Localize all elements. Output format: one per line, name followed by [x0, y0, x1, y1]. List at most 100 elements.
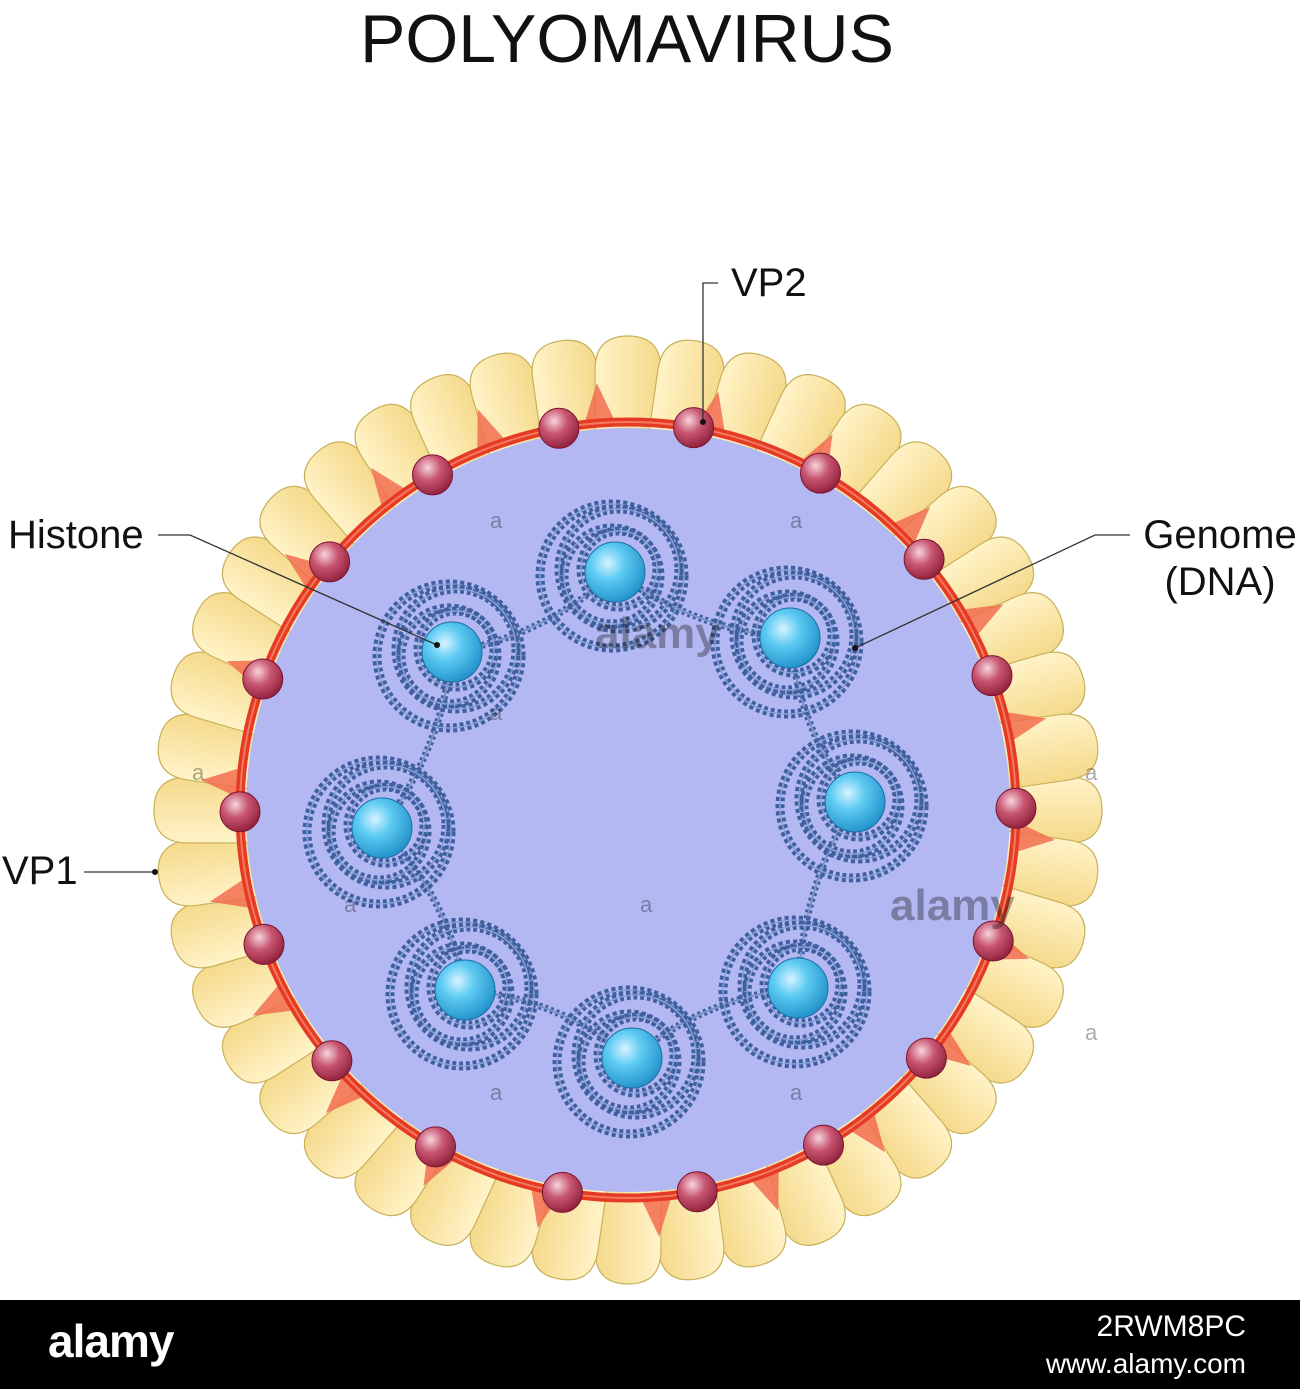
watermark-mark: a	[490, 1080, 503, 1105]
capsid-gap	[752, 1172, 779, 1211]
capsid-gap	[1007, 712, 1047, 740]
histone-label: Histone	[8, 513, 144, 557]
vp2-knob-icon	[800, 452, 841, 494]
vp2-knob-layer	[219, 407, 1037, 1213]
vp2-knob-icon	[219, 791, 261, 833]
dna-coil-strand	[558, 508, 680, 630]
dna-coil-strand	[746, 943, 844, 1041]
dna-coil-strand	[733, 574, 855, 696]
histone-sphere-icon	[824, 771, 886, 833]
vp2-knob-icon	[903, 538, 945, 580]
histone-sphere-icon	[584, 541, 646, 603]
dna-coil-strand	[408, 926, 530, 1048]
vp2-leader-line	[702, 282, 718, 422]
dna-coil-strand	[741, 924, 863, 1046]
watermark-layer: alamy alamy a a a a a a a a a a	[192, 508, 1098, 1105]
dna-coil-strand	[389, 921, 535, 1067]
dna-coil-strand	[722, 919, 868, 1065]
dna-coil-strand	[539, 503, 685, 649]
capsid-gap	[642, 1199, 671, 1237]
vp2-knob-icon	[995, 787, 1037, 829]
dna-coil-strand	[400, 607, 498, 705]
capsid-gap	[1018, 823, 1055, 852]
genome-leader-line	[854, 534, 1130, 649]
watermark-mark: a	[1085, 1020, 1098, 1045]
nucleosome	[535, 499, 689, 653]
capsid-gap	[370, 467, 404, 505]
dna-coil-strand	[417, 610, 495, 688]
dna-coil-strand	[413, 945, 511, 1043]
genome-leader-dot	[852, 645, 858, 651]
nucleosome	[710, 565, 864, 719]
leader-lines	[84, 282, 1130, 873]
watermark-mark: a	[192, 760, 205, 785]
dna-coil-strand	[430, 948, 508, 1026]
vp2-leader-dot	[700, 419, 706, 425]
nucleosome	[372, 579, 526, 733]
vp2-knob-icon	[971, 655, 1013, 697]
dna-coil-strand	[580, 530, 658, 608]
histone-sphere-icon	[767, 957, 829, 1019]
dna-coil-strand	[325, 764, 447, 886]
vp2-knob-icon	[242, 658, 284, 700]
footer-url: www.alamy.com	[1045, 1348, 1246, 1379]
leader-dots	[152, 419, 858, 875]
dna-coil-strand	[330, 783, 428, 881]
nucleosome	[552, 985, 706, 1139]
vp1-leader-dot	[152, 869, 158, 875]
watermark-text: alamy	[890, 881, 1015, 930]
vp2-knob-icon	[673, 407, 715, 449]
vp2-knob-icon	[541, 1171, 583, 1213]
watermark-mark: a	[790, 508, 803, 533]
watermark-mark: a	[490, 508, 503, 533]
watermark-text: alamy	[595, 609, 720, 658]
vp2-knob-icon	[415, 1126, 456, 1168]
nucleosome	[385, 917, 539, 1071]
vp2-knob-icon	[243, 923, 285, 965]
watermark-mark: a	[790, 1080, 803, 1105]
dna-coil-strand	[556, 989, 702, 1135]
dna-coil-strand	[347, 786, 425, 864]
footer-bar: alamy 2RWM8PC www.alamy.com	[0, 1300, 1300, 1389]
capsid-gap	[209, 880, 249, 908]
capsid-gap	[894, 506, 931, 543]
dna-coil-strand	[376, 583, 522, 729]
vp2-label: VP2	[731, 261, 807, 305]
genome-label-line1: Genome	[1143, 513, 1296, 557]
dna-coil-strand	[597, 1016, 675, 1094]
dna-coil-strand	[738, 593, 836, 691]
dna-coil-strand	[395, 588, 517, 710]
watermark-mark: a	[490, 700, 503, 725]
dna-coil-strand	[798, 738, 920, 860]
histone-sphere-icon	[351, 797, 413, 859]
diagram-title: POLYOMAVIRUS	[360, 1, 894, 77]
dna-coil-strand	[820, 760, 898, 838]
capsid-gap	[852, 1115, 886, 1153]
vp2-knob-icon	[972, 920, 1014, 962]
histone-sphere-icon	[434, 959, 496, 1021]
watermark-mark: a	[640, 892, 653, 917]
watermark-mark: a	[1085, 760, 1098, 785]
capsid-gap	[325, 1077, 362, 1114]
dna-coil-strand	[763, 946, 841, 1024]
vp2-knob-icon	[538, 407, 580, 449]
dna-coil-strand	[306, 759, 452, 905]
footer-image-id: 2RWM8PC	[1096, 1310, 1246, 1343]
vp2-knob-icon	[309, 541, 351, 583]
dna-coil-strand	[803, 757, 901, 855]
vp2-knob-icon	[311, 1040, 353, 1082]
nucleosome	[302, 755, 456, 909]
dna-coil-strand	[575, 994, 697, 1116]
vp2-knob-icon	[803, 1124, 844, 1166]
dna-coil-strand	[714, 569, 860, 715]
nucleosome	[718, 915, 872, 1069]
capsid-gap	[477, 409, 504, 448]
capsid-gap	[201, 768, 238, 797]
histone-leader-dot	[434, 642, 440, 648]
footer-logo: alamy	[48, 1315, 174, 1367]
polyomavirus-diagram: POLYOMAVIRUS alamy alamy a a a a a a a a…	[2, 1, 1297, 1285]
histone-sphere-icon	[421, 621, 483, 683]
vp2-knob-icon	[676, 1171, 718, 1213]
vp1-label: VP1	[2, 849, 78, 893]
dna-coil-strand	[779, 733, 925, 879]
